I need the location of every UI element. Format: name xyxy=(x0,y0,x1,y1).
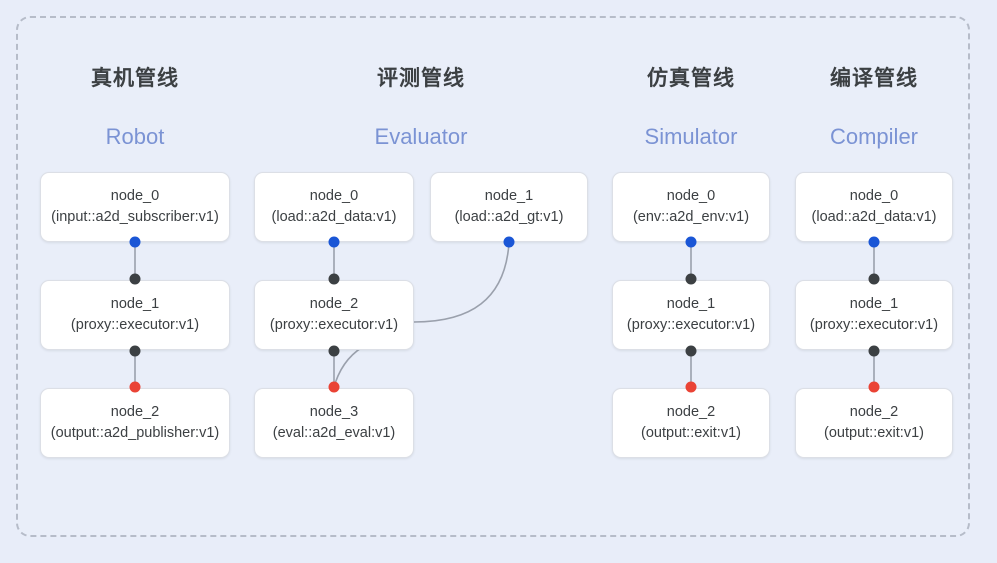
port-input-dot-comp-node-2[interactable] xyxy=(868,381,880,393)
node-name: node_0 xyxy=(849,187,899,204)
node-type: (load::a2d_data:v1) xyxy=(811,209,937,225)
port-input-dot-sim-node-2[interactable] xyxy=(685,381,697,393)
node-sim-node-2[interactable]: node_2 (output::exit:v1) xyxy=(612,388,770,458)
node-name: node_1 xyxy=(849,295,899,312)
node-name: node_0 xyxy=(309,187,359,204)
column-title-cn-robot: 真机管线 xyxy=(91,67,179,90)
node-eval-node-3[interactable]: node_3 (eval::a2d_eval:v1) xyxy=(254,388,414,458)
port-input-dot-robot-node-1[interactable] xyxy=(129,273,141,285)
column-title-cn-simulator: 仿真管线 xyxy=(647,67,735,90)
port-output-dot-sim-node-0[interactable] xyxy=(685,236,697,248)
node-type: (input::a2d_subscriber:v1) xyxy=(51,209,219,225)
node-name: node_1 xyxy=(666,295,716,312)
node-name: node_1 xyxy=(484,187,534,204)
node-type: (output::exit:v1) xyxy=(824,425,924,441)
node-eval-node-1[interactable]: node_1 (load::a2d_gt:v1) xyxy=(430,172,588,242)
port-input-dot-eval-node-3[interactable] xyxy=(328,381,340,393)
node-name: node_2 xyxy=(110,403,160,420)
node-type: (env::a2d_env:v1) xyxy=(632,209,750,225)
node-eval-node-2[interactable]: node_2 (proxy::executor:v1) xyxy=(254,280,414,350)
port-input-dot-sim-node-1[interactable] xyxy=(685,273,697,285)
node-type: (proxy::executor:v1) xyxy=(626,317,756,333)
node-type: (load::a2d_data:v1) xyxy=(271,209,397,225)
port-input-dot-eval-node-2[interactable] xyxy=(328,273,340,285)
node-comp-node-0[interactable]: node_0 (load::a2d_data:v1) xyxy=(795,172,953,242)
node-eval-node-0[interactable]: node_0 (load::a2d_data:v1) xyxy=(254,172,414,242)
column-title-cn-compiler: 编译管线 xyxy=(830,67,918,90)
port-output-dot-sim-node-1[interactable] xyxy=(685,345,697,357)
port-output-dot-comp-node-1[interactable] xyxy=(868,345,880,357)
node-name: node_2 xyxy=(849,403,899,420)
node-type: (eval::a2d_eval:v1) xyxy=(272,425,396,441)
port-output-dot-comp-node-0[interactable] xyxy=(868,236,880,248)
column-title-cn-evaluator: 评测管线 xyxy=(377,67,465,90)
node-type: (proxy::executor:v1) xyxy=(70,317,200,333)
node-name: node_1 xyxy=(110,295,160,312)
node-sim-node-0[interactable]: node_0 (env::a2d_env:v1) xyxy=(612,172,770,242)
port-output-dot-eval-node-2[interactable] xyxy=(328,345,340,357)
node-sim-node-1[interactable]: node_1 (proxy::executor:v1) xyxy=(612,280,770,350)
node-robot-node-0[interactable]: node_0 (input::a2d_subscriber:v1) xyxy=(40,172,230,242)
port-output-dot-robot-node-1[interactable] xyxy=(129,345,141,357)
node-name: node_0 xyxy=(666,187,716,204)
node-name: node_0 xyxy=(110,187,160,204)
node-type: (proxy::executor:v1) xyxy=(269,317,399,333)
column-title-en-compiler: Compiler xyxy=(829,124,919,149)
port-output-dot-robot-node-0[interactable] xyxy=(129,236,141,248)
node-name: node_2 xyxy=(309,295,359,312)
node-type: (proxy::executor:v1) xyxy=(809,317,939,333)
node-type: (load::a2d_gt:v1) xyxy=(454,209,564,225)
diagram-dashed-frame xyxy=(16,16,970,537)
node-comp-node-1[interactable]: node_1 (proxy::executor:v1) xyxy=(795,280,953,350)
node-name: node_2 xyxy=(666,403,716,420)
node-name: node_3 xyxy=(309,403,359,420)
column-title-en-simulator: Simulator xyxy=(644,124,738,149)
node-robot-node-1[interactable]: node_1 (proxy::executor:v1) xyxy=(40,280,230,350)
port-input-dot-robot-node-2[interactable] xyxy=(129,381,141,393)
port-input-dot-comp-node-1[interactable] xyxy=(868,273,880,285)
column-title-en-evaluator: Evaluator xyxy=(374,124,468,149)
node-type: (output::a2d_publisher:v1) xyxy=(50,425,220,441)
node-type: (output::exit:v1) xyxy=(641,425,741,441)
node-comp-node-2[interactable]: node_2 (output::exit:v1) xyxy=(795,388,953,458)
node-robot-node-2[interactable]: node_2 (output::a2d_publisher:v1) xyxy=(40,388,230,458)
port-output-dot-eval-node-0[interactable] xyxy=(328,236,340,248)
port-output-dot-eval-node-1[interactable] xyxy=(503,236,515,248)
column-title-en-robot: Robot xyxy=(105,124,165,149)
